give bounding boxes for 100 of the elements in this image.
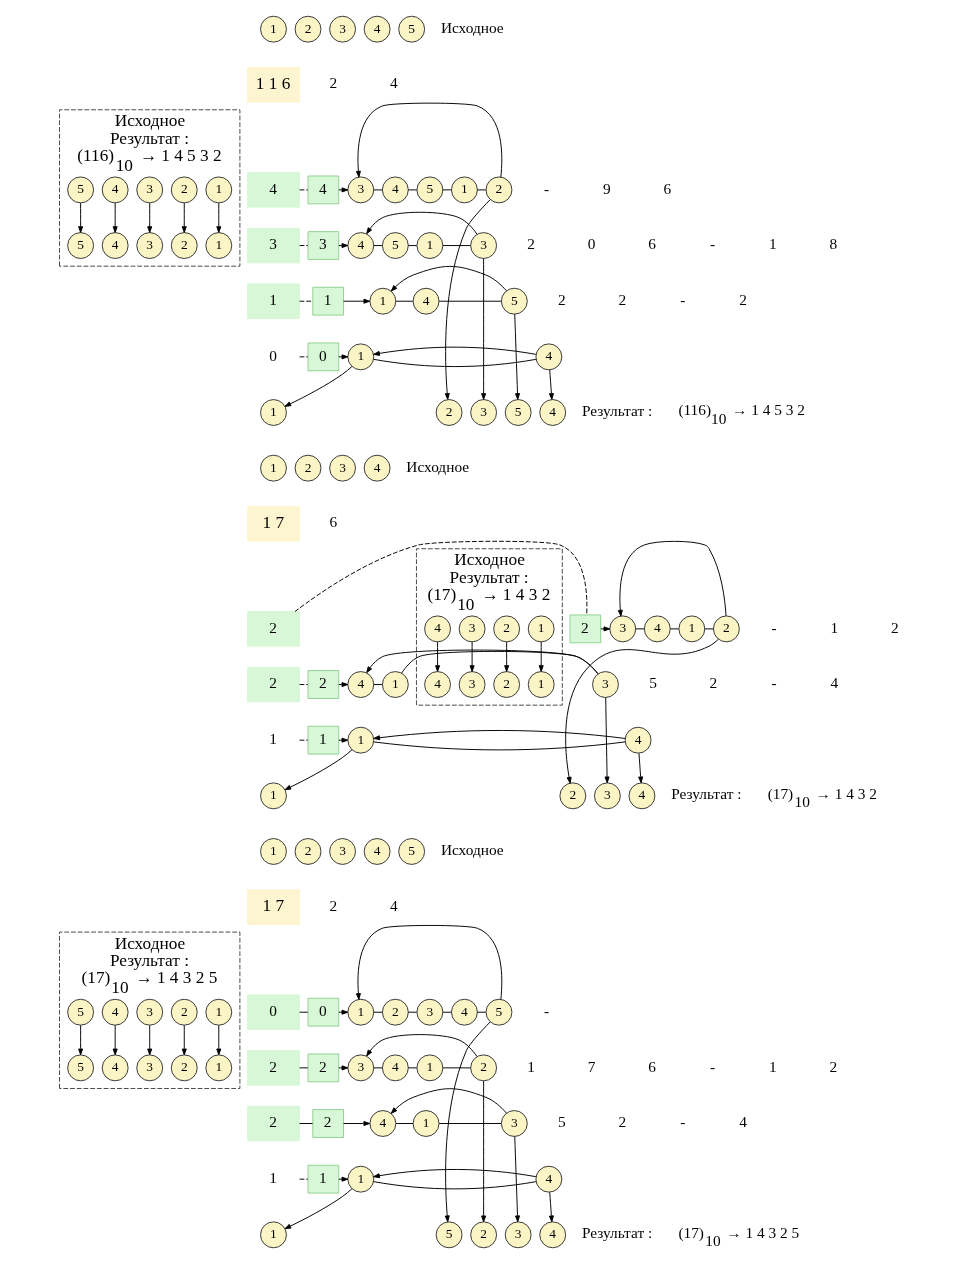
arrow: [513, 313, 520, 400]
label: -: [770, 618, 777, 636]
node-box: 2: [246, 1105, 300, 1142]
node-box: 1: [311, 286, 344, 316]
arrow: [284, 366, 352, 407]
arrow: [342, 298, 370, 304]
node-circle: 1: [346, 726, 374, 754]
arrow: [215, 202, 221, 233]
node-circle: 4: [363, 15, 391, 43]
node-circle: 1: [527, 671, 555, 698]
arrow: [337, 1065, 348, 1071]
node-circle: 3: [346, 1054, 374, 1082]
node-circle: 5: [66, 176, 94, 204]
node-box: 1: [246, 283, 300, 319]
node-circle: 3: [328, 454, 356, 482]
node-circle: 4: [534, 343, 562, 371]
node-circle: 1: [450, 176, 478, 204]
connector: [395, 1123, 413, 1124]
label: Исходное: [405, 457, 469, 475]
connector: [441, 1067, 471, 1069]
label: 2: [617, 1113, 626, 1131]
label: -: [543, 179, 549, 197]
connector: [294, 540, 587, 616]
node-circle: 2: [492, 615, 520, 643]
label: 4: [738, 1113, 747, 1131]
label: -: [543, 1001, 549, 1019]
node-circle: 1: [204, 232, 232, 259]
connector: [372, 684, 383, 685]
node-box: 2: [311, 1109, 344, 1138]
arrow: [538, 641, 544, 672]
node-circle: 2: [294, 15, 321, 43]
node-text: 1: [268, 729, 277, 747]
node-circle: 1: [346, 343, 374, 371]
node-circle: 5: [66, 1054, 94, 1082]
arrow: [617, 540, 726, 617]
arrow: [365, 649, 598, 675]
node-circle: 5: [381, 232, 409, 259]
node-circle: 5: [66, 998, 94, 1026]
arrow: [564, 638, 719, 784]
arrow: [503, 641, 509, 672]
node-circle: 2: [381, 998, 409, 1026]
arrow: [77, 1024, 83, 1056]
node-circle: 4: [450, 998, 478, 1026]
connector: [441, 1011, 452, 1013]
node-circle: 5: [66, 232, 94, 259]
arrow: [77, 202, 83, 233]
label: 4: [389, 74, 398, 92]
connector: [372, 741, 626, 751]
node-circle: 2: [469, 1054, 497, 1082]
label: -: [770, 674, 777, 692]
label: 6: [663, 179, 671, 197]
node-circle: 2: [170, 176, 198, 204]
connector: [298, 684, 308, 685]
node-circle: 1: [346, 998, 374, 1026]
node-text: 1: [268, 1168, 277, 1186]
node-circle: 4: [363, 454, 391, 482]
connector: [438, 1123, 502, 1124]
connector: [703, 628, 714, 630]
node-box: 4: [246, 172, 300, 208]
label: 2: [329, 896, 337, 914]
node-circle: 3: [328, 838, 356, 865]
label: 4: [829, 674, 838, 692]
connector: [438, 300, 502, 302]
label: 2: [738, 290, 747, 308]
node-circle: 4: [624, 726, 652, 754]
connector: [441, 189, 452, 191]
arrow: [337, 187, 348, 193]
arrow: [372, 346, 536, 356]
label: 1: [768, 235, 777, 253]
connector: [372, 358, 536, 368]
connector: [298, 1011, 308, 1013]
node-circle: 4: [381, 1054, 409, 1082]
node-circle: 3: [469, 232, 497, 259]
label: 4: [389, 896, 398, 914]
node-circle: 2: [492, 671, 520, 698]
label: 2: [557, 290, 566, 308]
node-circle: 2: [170, 1054, 198, 1082]
node-circle: 1: [259, 399, 287, 426]
connector: [441, 245, 471, 247]
label: 0: [587, 235, 595, 253]
node-box: 2: [246, 1050, 300, 1086]
node-circle: 5: [415, 176, 443, 204]
label: -: [709, 1057, 715, 1075]
arrow: [513, 1136, 520, 1223]
node-circle: 4: [363, 838, 391, 865]
node-circle: 1: [412, 1110, 439, 1137]
arrow: [604, 697, 610, 784]
label: 2: [526, 235, 535, 253]
arrow: [146, 1024, 152, 1056]
label: -: [709, 235, 715, 253]
arrow: [548, 1191, 554, 1223]
label: 6: [647, 235, 656, 253]
arrow: [599, 626, 610, 632]
arrow: [355, 102, 502, 178]
arrow: [372, 1169, 536, 1179]
arrow: [342, 1121, 370, 1126]
arrow: [284, 749, 352, 791]
node-circle: 3: [415, 998, 443, 1026]
label: 2: [709, 674, 717, 692]
node-circle: 4: [381, 176, 409, 204]
